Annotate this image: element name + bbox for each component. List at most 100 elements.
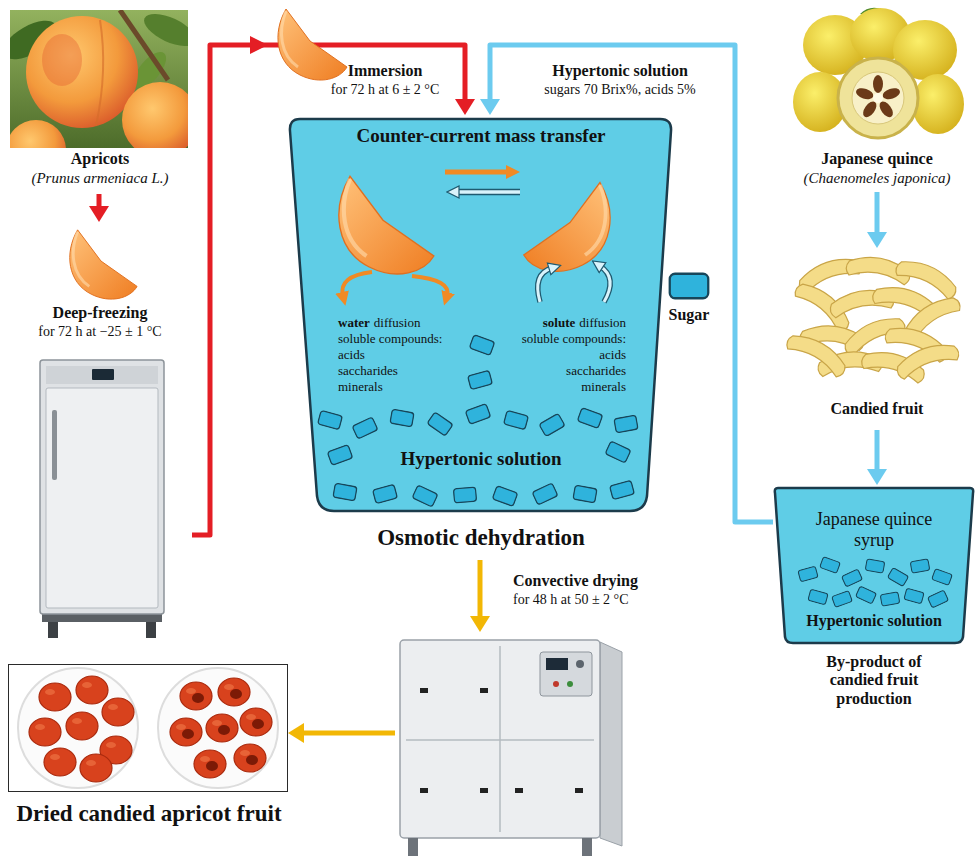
syrup-tank-node: Japanese quince syrupHypertonic solution… bbox=[773, 485, 975, 645]
flow-arrow bbox=[470, 560, 490, 632]
candied-slice bbox=[784, 328, 851, 379]
sugar-cube bbox=[504, 410, 529, 429]
mass-transfer-arrow bbox=[538, 268, 552, 302]
photo-node: Japanese quince(Chaenomeles japonica) bbox=[778, 4, 976, 192]
apricot-slice-icon bbox=[70, 230, 137, 299]
dried-apricot bbox=[194, 750, 226, 778]
flow-label: diffusion bbox=[579, 316, 626, 331]
sugar-cube bbox=[887, 568, 908, 587]
freezer-illustration bbox=[46, 388, 158, 608]
sugar-cube bbox=[532, 483, 558, 505]
arrowhead bbox=[867, 232, 887, 248]
compound-label: acids bbox=[599, 348, 626, 363]
dryer-illustration bbox=[400, 640, 600, 838]
flow-label: water bbox=[338, 316, 370, 331]
dried-apricot bbox=[102, 698, 134, 726]
freezer-illustration bbox=[146, 622, 156, 638]
dried-apricot bbox=[76, 676, 108, 704]
flow-label: soluble compounds: bbox=[338, 332, 442, 347]
sugar-cube bbox=[352, 417, 378, 439]
flow-line bbox=[875, 430, 880, 471]
apricot-slice-icon bbox=[339, 176, 434, 274]
dried-apricot bbox=[170, 718, 202, 746]
apricot-photo bbox=[42, 34, 82, 86]
sugar-cube bbox=[670, 274, 709, 299]
sugar-cube bbox=[841, 569, 862, 587]
dried-apricot bbox=[224, 684, 234, 690]
apricot-photo bbox=[10, 120, 66, 148]
process-title: Osmotic dehydration bbox=[288, 525, 674, 551]
dryer-illustration bbox=[582, 838, 592, 856]
dried-apricot bbox=[246, 755, 258, 765]
arrowhead bbox=[455, 99, 475, 115]
dried-apricot bbox=[106, 742, 116, 748]
photo-node: Candied fruit bbox=[778, 248, 976, 430]
node-title: Japanese quince bbox=[778, 150, 976, 168]
dryer-illustration bbox=[400, 640, 622, 856]
dried-apricot bbox=[176, 724, 186, 730]
sugar-cube bbox=[832, 591, 853, 608]
arrowhead bbox=[250, 36, 268, 54]
dried-apricot bbox=[50, 754, 60, 760]
sugar-cube bbox=[577, 408, 602, 429]
dryer-illustration bbox=[576, 660, 584, 668]
apricot-photo bbox=[26, 16, 138, 128]
sugar-cube bbox=[670, 274, 709, 299]
flow-line bbox=[302, 731, 395, 736]
sugar-cube bbox=[412, 485, 438, 507]
dried-apricot bbox=[206, 714, 238, 742]
dryer-illustration bbox=[546, 658, 568, 670]
flow-arrow bbox=[867, 192, 887, 248]
apricot-photo bbox=[122, 82, 188, 148]
tank-heading: Japanese quince syrup bbox=[799, 509, 949, 550]
freezer-illustration bbox=[48, 622, 58, 638]
mass-transfer-arrow bbox=[342, 172, 610, 302]
apricot-slice-icon bbox=[278, 9, 347, 80]
flow-line bbox=[478, 560, 483, 618]
freezer-illustration bbox=[40, 360, 164, 614]
dried-apricot bbox=[200, 756, 210, 762]
dried-apricot bbox=[240, 750, 250, 756]
product-box: Dried candied apricot fruit bbox=[8, 664, 288, 792]
dried-apricot bbox=[206, 761, 218, 771]
flow-arrow bbox=[89, 194, 109, 222]
dried-apricot bbox=[218, 678, 250, 706]
compound-label: minerals bbox=[581, 380, 626, 395]
mass-transfer-arrow bbox=[445, 170, 510, 175]
freezer-illustration bbox=[92, 369, 114, 380]
dried-apricot bbox=[39, 683, 71, 711]
sugar-cube bbox=[798, 566, 818, 582]
dried-apricot bbox=[180, 682, 212, 710]
flow-arrow bbox=[288, 723, 395, 743]
candied-fruit-photo bbox=[784, 252, 963, 384]
dryer-illustration bbox=[480, 688, 488, 693]
sugar-cube bbox=[932, 569, 953, 586]
node-caption: By-product of candied fruit production bbox=[804, 653, 944, 708]
dried-apricot bbox=[45, 689, 55, 695]
dried-apricot bbox=[72, 718, 82, 724]
node-title: Apricots bbox=[8, 150, 192, 168]
flow-label: solute bbox=[543, 316, 576, 331]
mass-transfer-arrow bbox=[342, 272, 372, 296]
mass-transfer-arrow bbox=[600, 266, 610, 302]
apricot-photo bbox=[96, 20, 103, 126]
photo-node: Apricots(Prunus armeniaca L.) bbox=[8, 8, 192, 194]
sugar-cube bbox=[492, 486, 517, 507]
candied-slice bbox=[893, 338, 961, 381]
mass-transfer-arrow bbox=[538, 268, 552, 302]
mass-transfer-arrow bbox=[412, 276, 448, 296]
step-condition: for 72 h at 6 ± 2 °C bbox=[331, 82, 440, 98]
product-title: Dried candied apricot fruit bbox=[9, 801, 289, 827]
sugar-cube bbox=[469, 335, 494, 356]
dried-apricot bbox=[186, 688, 196, 694]
quince-photo bbox=[873, 93, 883, 103]
solution-label: Hypertonic solution bbox=[288, 448, 674, 470]
dryer-illustration bbox=[499, 646, 501, 832]
quince-photo bbox=[912, 74, 964, 134]
apricot-slice-icon bbox=[339, 176, 434, 274]
sugar-cube bbox=[373, 484, 398, 503]
step-condition: sugars 70 Brix%, acids 5% bbox=[544, 82, 695, 98]
dryer-node: Convective dryingfor 48 h at 50 ± 2 °C bbox=[395, 632, 627, 862]
dryer-illustration bbox=[575, 788, 583, 793]
